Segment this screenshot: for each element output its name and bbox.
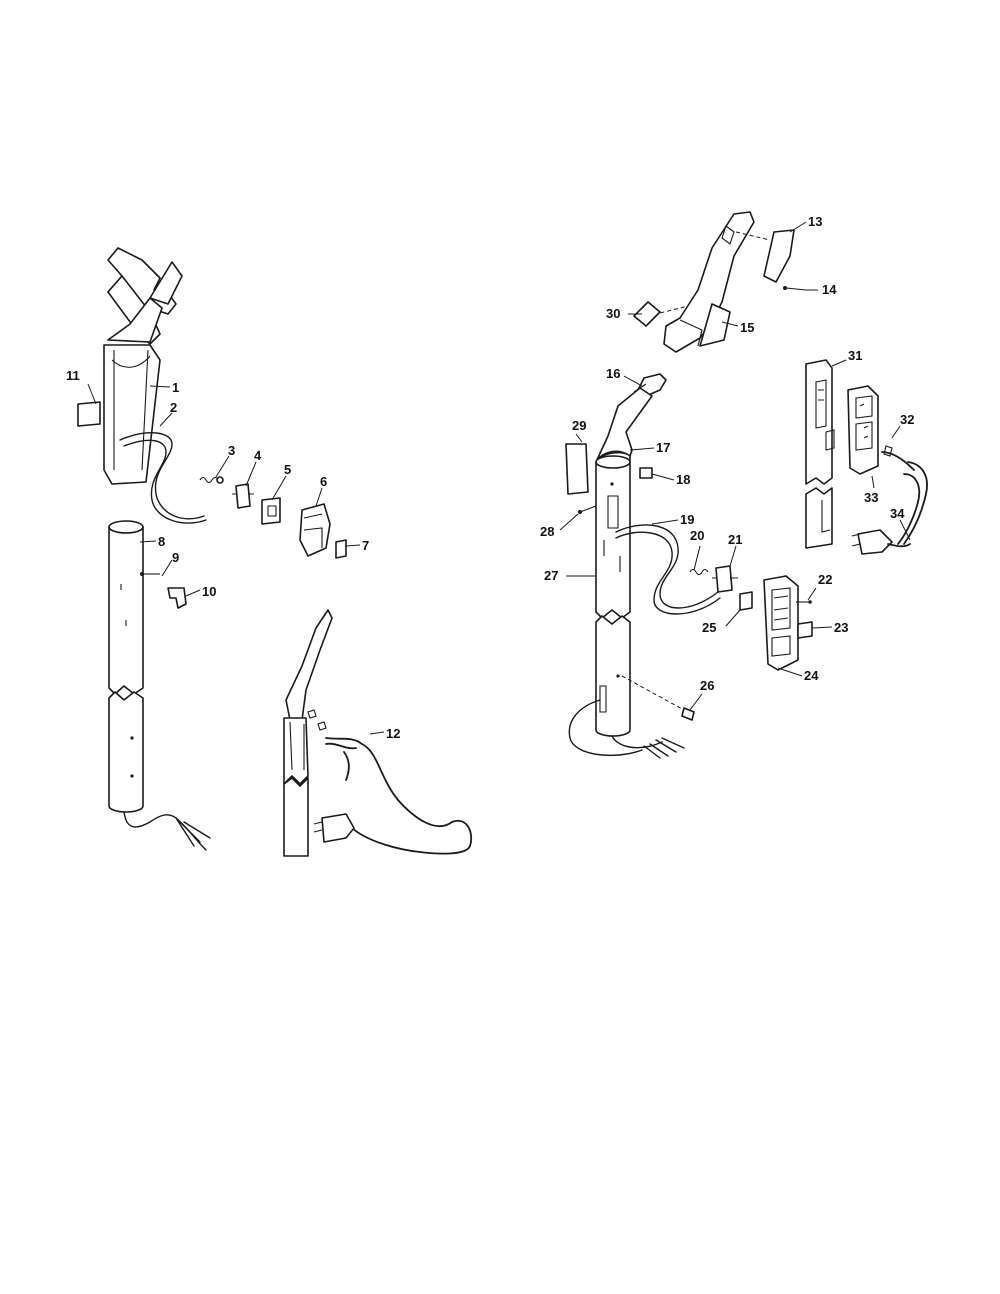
- callout-27: 27: [544, 568, 558, 583]
- callout-16: 16: [606, 366, 620, 381]
- callout-12: 12: [386, 726, 400, 741]
- callout-20: 20: [690, 528, 704, 543]
- callout-8: 8: [158, 534, 165, 549]
- part-2-wire: [119, 432, 207, 524]
- callout-4: 4: [254, 448, 262, 463]
- callout-2: 2: [170, 400, 177, 415]
- part-23-clip: [797, 621, 813, 639]
- part-20-spring: [689, 568, 709, 576]
- part-22-screw: [796, 600, 812, 604]
- part-6-switch-housing: [299, 503, 331, 557]
- part-19-wire: [615, 524, 721, 615]
- callout-34: 34: [890, 506, 905, 521]
- callout-15: 15: [740, 320, 754, 335]
- callout-9: 9: [172, 550, 179, 565]
- left-lower-tube: [108, 691, 211, 851]
- callout-7: 7: [362, 538, 369, 553]
- part-13-cap: [763, 229, 795, 283]
- part-17-upper-tube: [595, 387, 653, 619]
- callout-33: 33: [864, 490, 878, 505]
- part-8-upper-tube: [108, 520, 144, 695]
- part-32-cord: [881, 445, 928, 545]
- right-tube-assembly: [565, 373, 813, 759]
- part-30-badge: [633, 301, 661, 327]
- callout-19: 19: [680, 512, 694, 527]
- part-9-screw: [140, 572, 160, 576]
- callout-24: 24: [804, 668, 819, 683]
- part-27-lower-tube: [568, 615, 685, 759]
- part-3-spring: [199, 476, 224, 484]
- callout-17: 17: [656, 440, 670, 455]
- callout-11: 11: [66, 368, 80, 383]
- callout-32: 32: [900, 412, 914, 427]
- part-7-button: [335, 539, 347, 559]
- callout-25: 25: [702, 620, 716, 635]
- callout-31: 31: [848, 348, 862, 363]
- callout-22: 22: [818, 572, 832, 587]
- part-31-housing: [805, 359, 835, 549]
- part-21-switch: [712, 565, 738, 593]
- part-5-plate: [261, 497, 281, 525]
- part-25-plate: [739, 591, 753, 611]
- part-18-clip: [639, 467, 653, 479]
- callout-13: 13: [808, 214, 822, 229]
- callout-labels: 1 2 3 4 5 6 7 8 9 10 11 12 13 14 15 16 1…: [66, 214, 914, 741]
- callout-10: 10: [202, 584, 216, 599]
- part-11-label: [77, 401, 101, 427]
- callout-1: 1: [172, 380, 179, 395]
- callout-21: 21: [728, 532, 742, 547]
- part-34-plug: [851, 529, 911, 555]
- right-far-assembly: [805, 359, 928, 555]
- part-4-switch: [232, 483, 254, 509]
- leader-lines: [87, 221, 911, 735]
- right-handle-top: [633, 211, 807, 353]
- part-33-switch-panel: [847, 385, 879, 475]
- callout-29: 29: [572, 418, 586, 433]
- callout-14: 14: [822, 282, 837, 297]
- callout-23: 23: [834, 620, 848, 635]
- part-1-handle: [103, 247, 183, 485]
- callout-6: 6: [320, 474, 327, 489]
- callout-26: 26: [700, 678, 714, 693]
- part-29-label: [565, 443, 589, 495]
- part-14-screw: [783, 286, 807, 291]
- part-15-handle: [639, 211, 771, 353]
- part-26-screw: [681, 707, 695, 721]
- part-10-clip: [167, 587, 187, 609]
- part-24-switch-panel: [763, 575, 799, 671]
- part-12-cord-handle: [283, 609, 473, 857]
- left-handle-assembly: [77, 247, 473, 857]
- callout-3: 3: [228, 443, 235, 458]
- callout-5: 5: [284, 462, 291, 477]
- callout-18: 18: [676, 472, 690, 487]
- callout-30: 30: [606, 306, 620, 321]
- part-28-screw: [578, 505, 597, 514]
- callout-28: 28: [540, 524, 554, 539]
